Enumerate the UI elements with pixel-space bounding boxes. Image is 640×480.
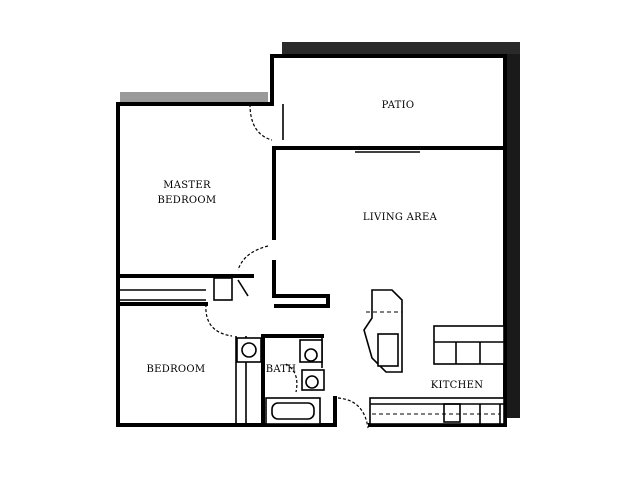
exterior-walls [116, 54, 507, 427]
patio-divider [272, 104, 507, 153]
living-closet [274, 294, 330, 308]
living-area-label: LIVING AREA [363, 212, 438, 223]
plan-shadow [120, 42, 520, 418]
bath-fixtures [236, 337, 325, 425]
master-bedroom-label-line2: BEDROOM [158, 195, 217, 206]
kitchen-island [363, 289, 403, 373]
master-bedroom-label-line1: MASTER [163, 180, 211, 191]
bedroom-label: BEDROOM [147, 364, 206, 375]
door-swings [205, 103, 369, 429]
kitchen-label: KITCHEN [431, 380, 484, 391]
master-bedroom-walls [116, 146, 276, 301]
patio-label: PATIO [382, 100, 415, 111]
bath-label: BATH [266, 364, 297, 375]
kitchen-counters [369, 325, 505, 425]
